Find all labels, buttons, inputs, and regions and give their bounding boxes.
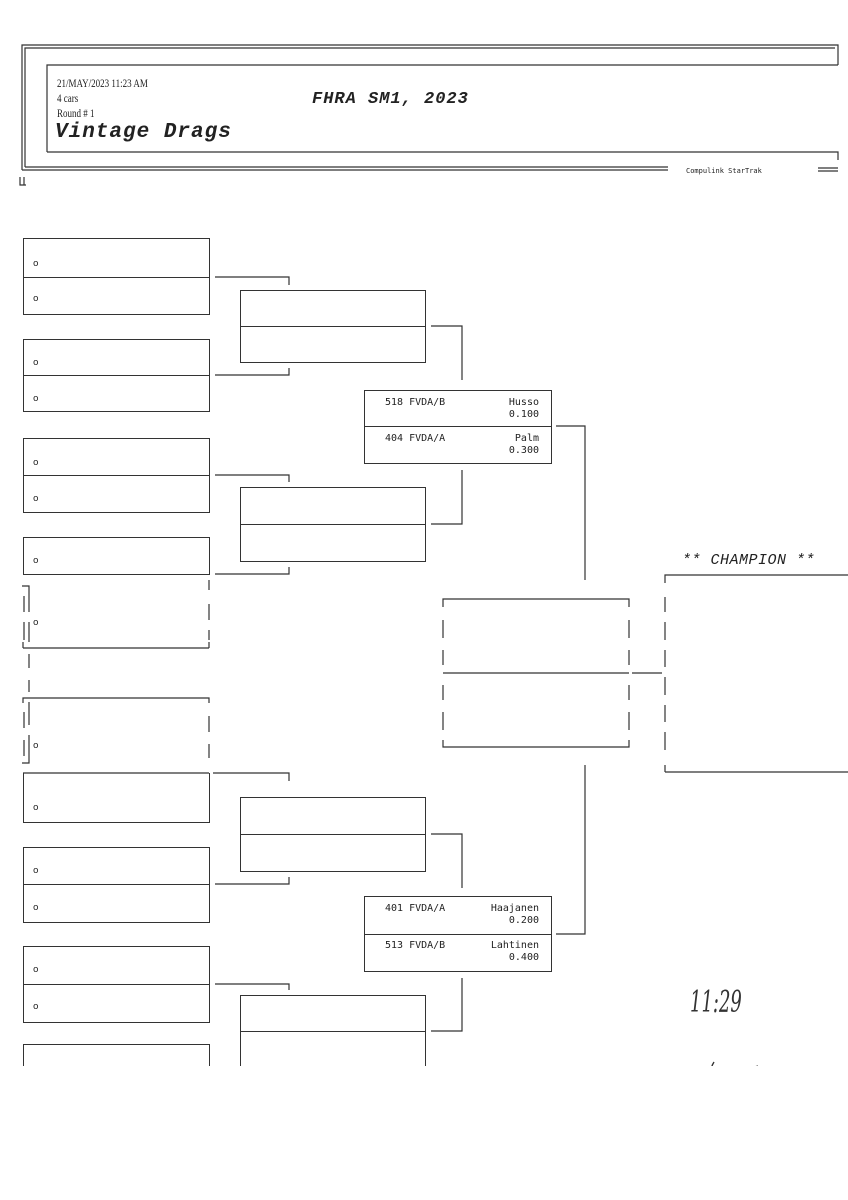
header-car-count: 4 cars xyxy=(57,91,79,105)
handwritten-time: 11:29 xyxy=(690,985,742,1020)
lane-marker: o xyxy=(33,494,39,504)
event-title: FHRA SM1, 2023 xyxy=(312,90,469,109)
lane-marker: o xyxy=(33,394,39,404)
semifinal-1: 518 FVDA/B Husso 0.100 404 FVDA/A Palm 0… xyxy=(364,390,552,464)
lane-marker: o xyxy=(33,458,39,468)
round2-pair-2 xyxy=(240,487,426,562)
round1-pair-8 xyxy=(23,1044,210,1084)
class-title: Vintage Drags xyxy=(55,121,232,144)
lane-marker: o xyxy=(33,556,39,566)
lane-marker: o xyxy=(33,358,39,368)
reaction-time: 0.100 xyxy=(508,409,539,420)
brand-label: Compulink StarTrak xyxy=(686,167,762,175)
reaction-time: 0.200 xyxy=(508,915,539,926)
lane-marker: o xyxy=(33,903,39,913)
car-number: 401 FVDA/A xyxy=(385,903,446,914)
round2-pair-1 xyxy=(240,290,426,363)
semifinal-2: 401 FVDA/A Haajanen 0.200 513 FVDA/B Lah… xyxy=(364,896,552,972)
driver-name: Palm xyxy=(514,433,539,444)
header-datetime: 21/MAY/2023 11:23 AM xyxy=(57,76,148,90)
car-number: 404 FVDA/A xyxy=(385,433,446,444)
round1-pair-2 xyxy=(23,339,210,412)
round1-pair-5-bottom xyxy=(23,773,210,823)
header-frame xyxy=(19,44,839,186)
reaction-time: 0.400 xyxy=(508,952,539,963)
header-round: Round # 1 xyxy=(57,106,95,120)
round1-pair-6 xyxy=(23,847,210,923)
champion-label: ** CHAMPION ** xyxy=(682,552,816,569)
car-number: 518 FVDA/B xyxy=(385,397,446,408)
reaction-time: 0.300 xyxy=(508,445,539,456)
lane-marker: o xyxy=(33,965,39,975)
lane-marker: o xyxy=(33,866,39,876)
lane-marker: o xyxy=(33,259,39,269)
lane-marker: o xyxy=(33,618,39,628)
lane-marker: o xyxy=(33,294,39,304)
round1-pair-3 xyxy=(23,438,210,513)
round2-pair-3 xyxy=(240,797,426,872)
page-cut xyxy=(0,1066,848,1096)
round1-pair-4-top xyxy=(23,537,210,575)
lane-marker: o xyxy=(33,741,39,751)
round1-pair-1 xyxy=(23,238,210,315)
driver-name: Haajanen xyxy=(490,903,539,914)
lane-marker: o xyxy=(33,803,39,813)
round1-pair-7 xyxy=(23,946,210,1023)
driver-name: Husso xyxy=(508,397,539,408)
car-number: 513 FVDA/B xyxy=(385,940,446,951)
driver-name: Lahtinen xyxy=(490,940,539,951)
round2-pair-4 xyxy=(240,995,426,1066)
lane-marker: o xyxy=(33,1002,39,1012)
